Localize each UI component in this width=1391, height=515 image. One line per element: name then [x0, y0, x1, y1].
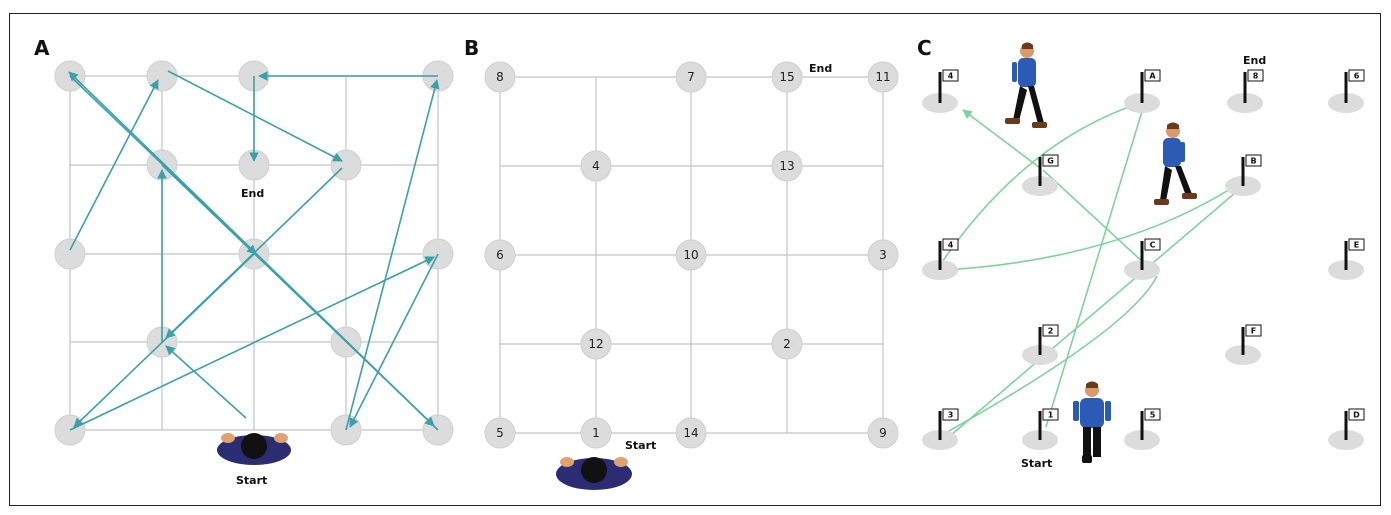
svg-text:F: F [1251, 327, 1256, 336]
c-flag: 8 [1227, 70, 1263, 113]
svg-text:4: 4 [948, 241, 954, 250]
panel-c-letter: C [917, 36, 932, 60]
panel-c: C 4 A [917, 36, 1364, 470]
svg-text:1: 1 [592, 426, 600, 440]
svg-text:13: 13 [779, 159, 794, 173]
c-flag: 2 [1022, 325, 1058, 365]
a-path-segment [350, 254, 438, 427]
panel-a-letter: A [34, 36, 50, 60]
a-path-segment [166, 346, 246, 418]
svg-text:11: 11 [875, 70, 890, 84]
walker-start [1073, 382, 1111, 464]
c-path-segment [1043, 170, 1146, 265]
svg-text:14: 14 [683, 426, 698, 440]
c-flag: G [1022, 155, 1058, 196]
svg-text:8: 8 [496, 70, 504, 84]
a-path-segment [70, 257, 434, 430]
c-flag: 5 [1124, 409, 1160, 450]
panel-c-flags: 4 A 8 6 [922, 70, 1364, 450]
svg-text:6: 6 [496, 248, 504, 262]
panel-b-observer [556, 457, 632, 490]
svg-text:4: 4 [592, 159, 600, 173]
svg-text:1: 1 [1048, 411, 1054, 420]
panel-a-observer [217, 433, 291, 465]
c-flag: 1 [1022, 409, 1058, 450]
c-path-segment [963, 110, 1040, 168]
walker-top [1005, 43, 1047, 129]
svg-text:D: D [1353, 411, 1360, 420]
walker-middle [1154, 123, 1197, 206]
svg-text:6: 6 [1354, 72, 1360, 81]
c-flag: 4 [922, 239, 958, 280]
svg-text:4: 4 [948, 72, 954, 81]
svg-text:2: 2 [1048, 327, 1054, 336]
c-flag: B [1225, 155, 1261, 196]
c-flag: F [1225, 325, 1261, 365]
c-flag: D [1328, 409, 1364, 450]
a-node [331, 150, 361, 180]
svg-text:8: 8 [1253, 72, 1259, 81]
panel-c-end-label: End [1243, 54, 1266, 67]
panel-b-letter: B [464, 36, 479, 60]
a-node [147, 61, 177, 91]
svg-text:10: 10 [683, 248, 698, 262]
c-flag: C [1124, 239, 1160, 280]
svg-text:2: 2 [783, 337, 791, 351]
c-flag: E [1328, 239, 1364, 280]
svg-text:G: G [1047, 157, 1054, 166]
svg-text:B: B [1250, 157, 1256, 166]
c-flag: 6 [1328, 70, 1364, 113]
a-node [55, 239, 85, 269]
panel-b-end-label: End [809, 62, 832, 75]
panel-c-start-label: Start [1021, 457, 1052, 470]
panel-a-end-label: End [241, 187, 264, 200]
svg-text:3: 3 [948, 411, 954, 420]
panel-a-start-label: Start [236, 474, 267, 487]
panel-b: B 8 7 15 11 4 13 6 [464, 36, 898, 490]
svg-text:5: 5 [1150, 411, 1156, 420]
panel-b-start-label: Start [625, 439, 656, 452]
svg-text:E: E [1354, 241, 1359, 250]
c-flag: 4 [922, 70, 958, 113]
svg-text:12: 12 [588, 337, 603, 351]
c-flag: A [1124, 70, 1160, 113]
svg-text:3: 3 [879, 248, 887, 262]
svg-text:A: A [1149, 72, 1156, 81]
panel-a: A [34, 36, 453, 487]
svg-text:7: 7 [687, 70, 695, 84]
svg-text:5: 5 [496, 426, 504, 440]
svg-text:9: 9 [879, 426, 887, 440]
svg-text:15: 15 [779, 70, 794, 84]
svg-text:C: C [1150, 241, 1156, 250]
